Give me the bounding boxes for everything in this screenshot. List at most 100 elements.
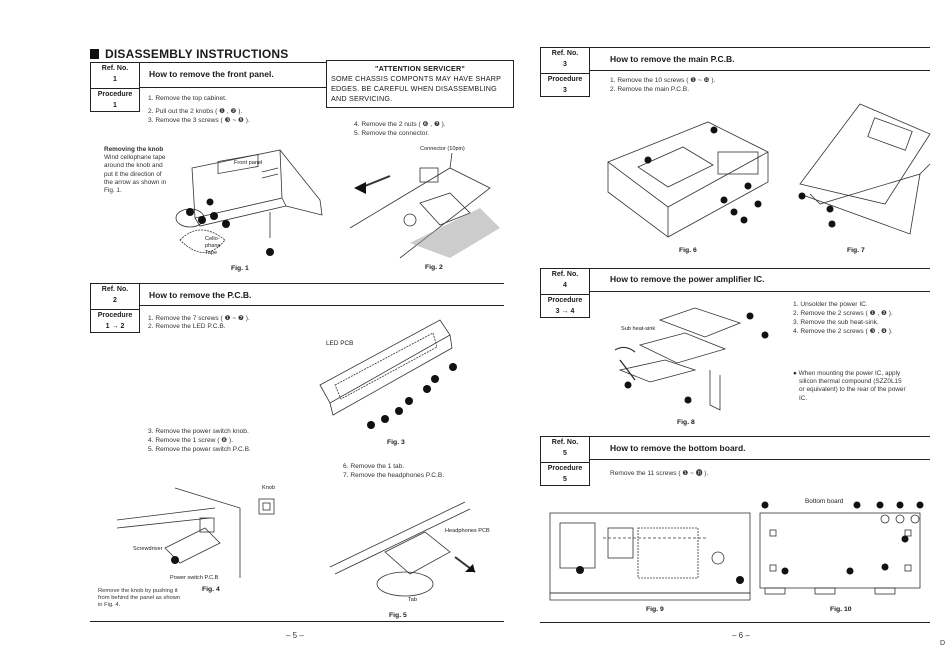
ref-number: 5 <box>563 450 567 457</box>
section2-step-5: 5. Remove the power switch P.C.B. <box>148 446 251 453</box>
section2-heading-rule <box>90 305 504 306</box>
attention-box: "ATTENTION SERVICER" SOME CHASSIS COMPON… <box>326 60 514 108</box>
fig9-bottom-board-side-drawing <box>549 512 751 601</box>
note-line: ● When mounting the power IC, apply <box>793 370 901 377</box>
attention-line-3: AND SERVICING. <box>331 94 393 103</box>
fig8-power-ic-drawing <box>614 307 769 411</box>
left-page-bottom-rule <box>90 621 504 622</box>
screwdriver-label: Screwdriver <box>133 546 163 552</box>
sub-heat-sink-label: Sub heat-sink <box>621 326 656 332</box>
section1-heading-rule <box>90 87 326 88</box>
section1-ref-box: Ref. No. 1 Procedure 1 <box>90 62 140 112</box>
push-note-line: Remove the knob by pushing it <box>98 588 178 594</box>
push-note-line: in Fig. 4. <box>98 602 121 608</box>
headphones-label: Headphones PCB <box>445 528 490 534</box>
left-page: DISASSEMBLY INSTRUCTIONS "ATTENTION SERV… <box>90 47 514 640</box>
section4-note: ● When mounting the power IC, apply sili… <box>793 370 906 403</box>
knob-note: Removing the knob Wind cellophane tape a… <box>104 146 166 195</box>
fig4-caption: Fig. 4 <box>202 586 220 593</box>
fig5-headphones-drawing <box>329 501 476 597</box>
ref-label: Ref. No. <box>101 286 129 293</box>
connector-label: Connector (10pin) <box>420 146 465 152</box>
procedure-label: Procedure <box>541 294 589 306</box>
fig2-connector-drawing <box>349 152 500 259</box>
title-square-icon <box>90 49 99 59</box>
procedure-number: 5 <box>563 476 567 483</box>
attention-line-1: SOME CHASSIS COMPONTS MAY HAVE SHARP <box>331 74 502 83</box>
procedure-number: 3 <box>563 87 567 94</box>
knob-note-line: Wind cellophane tape <box>104 154 166 162</box>
cello-label: Cello- phane Tape <box>205 236 221 257</box>
fig1-caption: Fig. 1 <box>231 265 249 272</box>
section2-top-rule <box>90 283 504 284</box>
led-pcb-label: LED PCB <box>326 340 354 347</box>
section4-ref-box: Ref. No. 4 Procedure 3 → 4 <box>540 268 590 318</box>
page-number-6: – 6 – <box>732 631 750 640</box>
fig4-power-switch-drawing <box>116 487 241 578</box>
section4-step-3: 3. Remove the sub heat-sink. <box>793 319 879 326</box>
main-title: DISASSEMBLY INSTRUCTIONS <box>90 47 289 61</box>
knob-note-line: the arrow as shown in <box>104 178 167 186</box>
section3-top-rule <box>540 47 930 48</box>
fig7-chassis-drawing <box>798 103 931 235</box>
section2-step-4: 4. Remove the 1 screw ( ❽ ). <box>148 437 234 444</box>
ref-number: 2 <box>113 297 117 304</box>
procedure-number: 1 → 2 <box>105 323 125 330</box>
section4-heading-rule <box>540 291 930 292</box>
section1-step-4: 4. Remove the 2 nuts ( ❻ , ❼ ). <box>354 121 446 128</box>
fig10-bottom-board-drawing <box>759 501 924 595</box>
ref-label: Ref. No. <box>551 439 579 446</box>
fig1-front-panel-drawing <box>175 149 323 256</box>
knob-note-title: Removing the knob <box>104 146 164 153</box>
knob-drawing <box>258 498 275 515</box>
section2-step-2: 2. Remove the LED P.C.B. <box>148 323 226 330</box>
section4-top-rule <box>540 268 930 269</box>
tab-label: Tab <box>408 597 418 603</box>
fig8-caption: Fig. 8 <box>677 419 695 426</box>
ref-label: Ref. No. <box>101 65 129 72</box>
section4-step-1: 1. Unsolder the power IC. <box>793 301 868 308</box>
fig6-caption: Fig. 6 <box>679 247 697 254</box>
note-line: IC. <box>799 394 808 402</box>
fig3-led-pcb-drawing <box>319 319 457 429</box>
procedure-label: Procedure <box>541 462 589 474</box>
right-page-bottom-rule <box>540 622 930 623</box>
ref-number: 4 <box>563 282 567 289</box>
fig9-caption: Fig. 9 <box>646 606 664 613</box>
section2-step-7: 7. Remove the headphones P.C.B. <box>343 472 445 479</box>
note-line: or equivalent) to the rear of the power <box>799 386 906 394</box>
section3-step-1: 1. Remove the 10 screws ( ❶ ~ ❿ ). <box>610 77 716 84</box>
section5-heading-rule <box>540 459 930 460</box>
procedure-label: Procedure <box>541 73 589 85</box>
section3-heading-rule <box>540 70 930 71</box>
note-line: silicon thermal compound (SZZ0L15 <box>799 378 902 386</box>
section1-step-5: 5. Remove the connector. <box>354 130 430 137</box>
section3-heading: How to remove the main P.C.B. <box>610 54 735 64</box>
attention-title: "ATTENTION SERVICER" <box>374 64 466 73</box>
procedure-number: 3 → 4 <box>555 308 575 315</box>
section4-step-4: 4. Remove the 2 screws ( ❸ , ❹ ). <box>793 328 893 335</box>
procedure-label: Procedure <box>91 88 139 100</box>
cello-label-line: Cello- <box>205 236 220 242</box>
cello-label-line: Tape <box>205 250 218 256</box>
section1-heading: How to remove the front panel. <box>149 69 274 79</box>
power-switch-label: Power switch P.C.B <box>170 575 219 581</box>
section5-step-1: Remove the 11 screws ( ❶ ~ ⓫ ). <box>610 470 709 477</box>
section2-step-6: 6. Remove the 1 tab. <box>343 463 405 470</box>
procedure-label: Procedure <box>91 309 139 321</box>
knob-note-line: around the knob and <box>104 162 163 170</box>
section3-step-2: 2. Remove the main P.C.B. <box>610 86 690 93</box>
bottom-board-label: Bottom board <box>805 498 844 505</box>
fig5-caption: Fig. 5 <box>389 612 407 619</box>
right-page: Ref. No. 3 Procedure 3 How to remove the… <box>520 0 950 672</box>
section2-step-3: 3. Remove the power switch knob. <box>148 428 249 435</box>
section2-step-1: 1. Remove the 7 screws ( ❶ ~ ❼ ). <box>148 315 250 322</box>
knob-note-line: Fig. 1. <box>104 187 122 195</box>
ref-number: 1 <box>113 76 117 83</box>
section1-top-rule <box>90 62 326 63</box>
section5-heading: How to remove the bottom board. <box>610 443 746 453</box>
fig3-caption: Fig. 3 <box>387 439 405 446</box>
section4-heading: How to remove the power amplifier IC. <box>610 274 765 284</box>
ref-label: Ref. No. <box>551 50 579 57</box>
fig7-caption: Fig. 7 <box>847 247 865 254</box>
